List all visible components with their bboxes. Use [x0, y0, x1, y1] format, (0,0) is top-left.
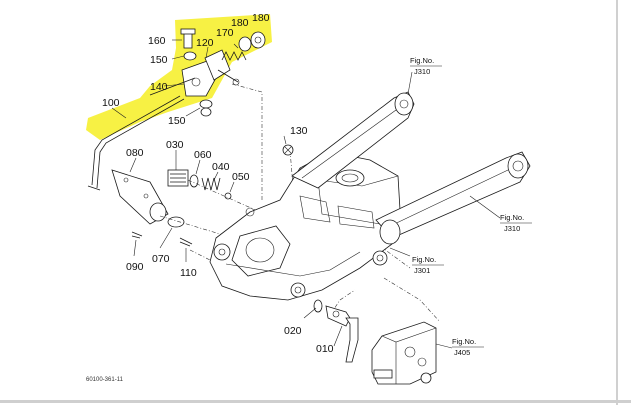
frame-border-right [616, 0, 618, 405]
svg-text:Fig.No.: Fig.No. [412, 255, 436, 264]
leader-lines [111, 39, 501, 349]
part-050: 050 [232, 171, 250, 183]
bolt-160 [180, 28, 196, 49]
part-170: 170 [216, 27, 234, 39]
part-140: 140 [150, 81, 168, 93]
highlight-region [86, 14, 272, 140]
lever-rod-100 [87, 95, 185, 191]
ball-050 [224, 192, 232, 200]
part-150-upper: 150 [150, 54, 168, 66]
part-010: 010 [316, 343, 334, 355]
part-090: 090 [126, 261, 144, 273]
washer-150-bottom [199, 99, 213, 117]
oring-020 [313, 299, 323, 313]
fig-ref-housing: Fig.No. J301 [412, 255, 444, 275]
fig-ref-valve-block: Fig.No. J405 [452, 337, 484, 357]
svg-text:J301: J301 [414, 266, 430, 275]
plate-120 [204, 49, 231, 81]
figure-references: Fig.No. J310 Fig.No. J310 Fig.No. J301 F… [410, 56, 532, 357]
frame-border-bottom [0, 400, 631, 403]
bracket-080 [111, 169, 169, 225]
svg-text:J405: J405 [454, 348, 470, 357]
svg-text:Fig.No.: Fig.No. [452, 337, 476, 346]
nut-180-pair [238, 31, 266, 52]
part-060: 060 [194, 149, 212, 161]
part-070: 070 [152, 253, 170, 265]
drawing-code: 60100-361-11 [86, 377, 124, 383]
pin-090 [131, 231, 143, 239]
valve-block-j405 [371, 321, 437, 385]
part-130: 130 [290, 125, 308, 137]
svg-text:J310: J310 [504, 224, 520, 233]
lever-bracket-140 [149, 59, 217, 97]
part-160: 160 [148, 35, 166, 47]
part-020: 020 [284, 325, 302, 337]
part-120: 120 [196, 37, 214, 49]
spring-170 [217, 51, 247, 86]
plunger-030 [167, 169, 189, 187]
lift-arm-upper [291, 91, 415, 189]
svg-text:Fig.No.: Fig.No. [500, 213, 524, 222]
ring-070 [167, 216, 185, 228]
part-100: 100 [102, 97, 120, 109]
fig-ref-lower-arm: Fig.No. J310 [500, 213, 532, 233]
part-number-labels: 160 150 120 170 180 180 140 150 100 130 … [102, 12, 334, 355]
lift-arm-lower [375, 151, 531, 245]
part-080: 080 [126, 147, 144, 159]
pin-110 [179, 237, 193, 247]
part-110: 110 [180, 267, 197, 279]
oring-060 [189, 174, 199, 188]
part-040: 040 [212, 161, 230, 173]
part-180-left: 180 [231, 17, 249, 29]
part-180-right: 180 [252, 12, 270, 24]
spring-040 [201, 177, 221, 191]
part-030: 030 [166, 139, 184, 151]
fig-ref-upper-arm: Fig.No. J310 [410, 56, 442, 76]
washer-150-top [183, 51, 197, 61]
shaft-lever-010 [325, 305, 359, 363]
part-150-lower: 150 [168, 115, 186, 127]
svg-text:J310: J310 [414, 67, 430, 76]
bolt-130 [282, 144, 294, 156]
svg-text:Fig.No.: Fig.No. [410, 56, 434, 65]
